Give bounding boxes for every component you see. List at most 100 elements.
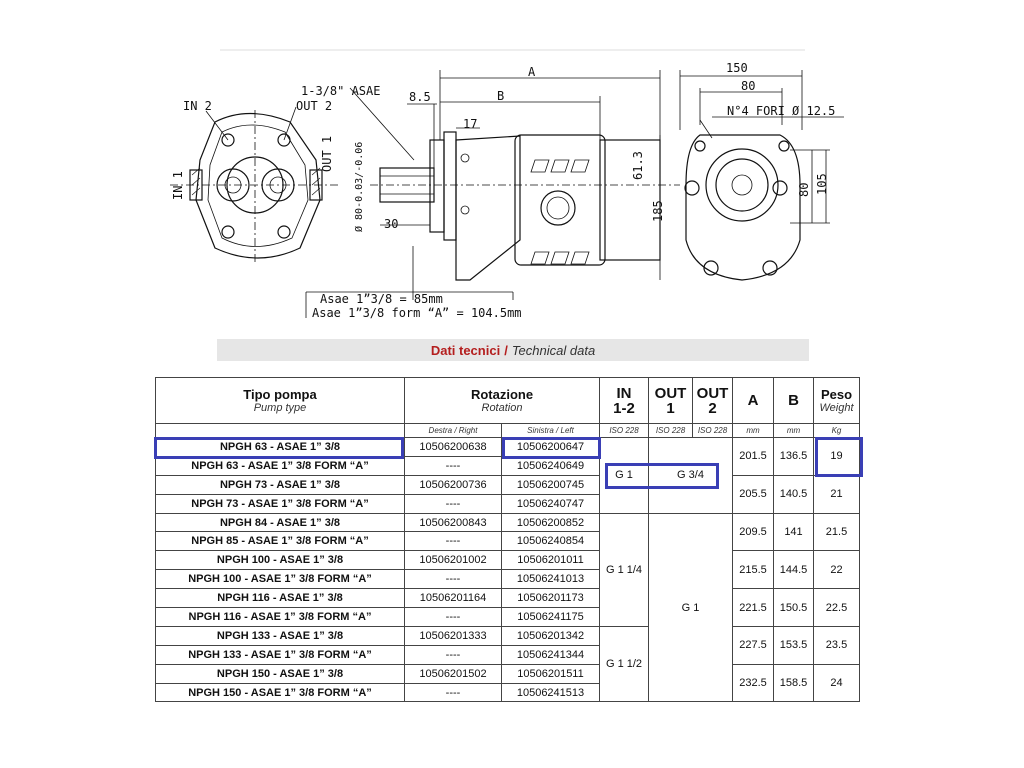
header-rotation: Rotazione Rotation [404, 377, 600, 424]
dim-b-cell: 141 [773, 512, 814, 552]
code-left: 10506201173 [501, 588, 600, 609]
note-asae-85: Asae 1”3/8 = 85mm [320, 292, 443, 306]
dim-80-top: 80 [741, 79, 755, 93]
in-port-g1: G 1 [599, 437, 649, 514]
table-row: NPGH 63 - ASAE 1” 3/8 FORM “A” ---- 1050… [155, 455, 860, 476]
dim-8-5: 8.5 [409, 90, 431, 104]
out-port-g34: G 3/4 [648, 437, 733, 514]
header-out1: OUT 1 [648, 377, 693, 424]
header-pump-type: Tipo pompa Pump type [155, 377, 405, 424]
banner-title-it: Dati tecnici [430, 342, 501, 358]
rear-view [679, 70, 844, 281]
label-out1: OUT 1 [320, 136, 334, 172]
dim-a-cell: 215.5 [732, 550, 774, 590]
units-iso-out2: ISO 228 [692, 423, 733, 438]
code-left: 10506240649 [501, 455, 600, 476]
dim-a-cell: 209.5 [732, 512, 774, 552]
pump-name: NPGH 133 - ASAE 1” 3/8 [155, 625, 405, 646]
dim-shaft: Ø 80-0.03/-0.06 [353, 142, 365, 232]
weight-cell: 19 [813, 437, 860, 476]
table-row: NPGH 150 - ASAE 1” 3/8 10506201502 10506… [155, 663, 860, 703]
weight-cell: 23.5 [813, 625, 860, 665]
front-view [170, 106, 340, 262]
units-iso-out1: ISO 228 [648, 423, 693, 438]
header-weight-en: Weight [819, 402, 854, 414]
code-left: 10506200852 [501, 512, 600, 533]
weight-cell: 24 [813, 663, 860, 703]
code-left: 10506201511 [501, 663, 600, 684]
label-in2: IN 2 [183, 99, 212, 113]
table-row: NPGH 100 - ASAE 1” 3/8 FORM “A” ---- 105… [155, 569, 860, 590]
pump-name: NPGH 150 - ASAE 1” 3/8 [155, 663, 405, 684]
label-asae: 1-3/8" ASAE [301, 84, 380, 98]
code-right: ---- [404, 531, 502, 552]
header-pump-type-it: Tipo pompa [243, 387, 317, 402]
header-weight-it: Peso [820, 387, 853, 402]
dim-b-cell: 153.5 [773, 625, 814, 665]
banner-separator: / [504, 342, 508, 358]
dim-61-3: 61.3 [631, 151, 645, 180]
label-out2: OUT 2 [296, 99, 332, 113]
side-view [305, 70, 680, 318]
dim-150: 150 [726, 61, 748, 75]
table-row: NPGH 100 - ASAE 1” 3/8 10506201002 10506… [155, 550, 860, 590]
weight-cell: 22 [813, 550, 860, 590]
code-left: 10506240854 [501, 531, 600, 552]
code-right: 10506201002 [404, 550, 502, 571]
table-row: NPGH 150 - ASAE 1” 3/8 FORM “A” ---- 105… [155, 682, 860, 703]
pump-name: NPGH 73 - ASAE 1” 3/8 [155, 474, 405, 495]
code-left: 10506200647 [501, 437, 600, 457]
in-port-g114: G 1 1/4 [599, 512, 649, 627]
dim-a-cell: 221.5 [732, 588, 774, 627]
pump-name: NPGH 63 - ASAE 1” 3/8 FORM “A” [155, 455, 405, 476]
header-out1-label: OUT [654, 384, 687, 402]
header-out2: OUT 2 [692, 377, 733, 424]
header-in: IN 1-2 [599, 377, 649, 424]
header-pump-type-en: Pump type [253, 402, 307, 414]
code-right: ---- [404, 569, 502, 590]
technical-data-banner: Dati tecnici / Technical data [217, 339, 809, 361]
pump-name: NPGH 133 - ASAE 1” 3/8 FORM “A” [155, 644, 405, 665]
code-right: 10506201502 [404, 663, 502, 684]
dim-185: 185 [651, 200, 665, 222]
weight-cell: 22.5 [813, 588, 860, 627]
label-holes: N°4 FORI Ø 12.5 [727, 104, 835, 118]
pump-name: NPGH 100 - ASAE 1” 3/8 [155, 550, 405, 571]
code-right: ---- [404, 644, 502, 665]
table-row: NPGH 133 - ASAE 1” 3/8 FORM “A” ---- 105… [155, 644, 860, 665]
units-blank [155, 423, 405, 438]
code-right: ---- [404, 455, 502, 476]
table-row: NPGH 116 - ASAE 1” 3/8 FORM “A” ---- 105… [155, 607, 860, 627]
label-in1: IN 1 [171, 171, 185, 200]
code-left: 10506241013 [501, 569, 600, 590]
units-iso-in: ISO 228 [599, 423, 649, 438]
dim-b-cell: 150.5 [773, 588, 814, 627]
header-out1-port: 1 [666, 399, 675, 417]
code-right: 10506200843 [404, 512, 502, 533]
pump-technical-drawing: IN 2 OUT 2 OUT 1 IN 1 1-3/8" ASA [170, 49, 844, 320]
header-in-ports: 1-2 [613, 399, 635, 417]
weight-cell: 21.5 [813, 512, 860, 552]
code-left: 10506240747 [501, 493, 600, 514]
out-port-g1: G 1 [648, 512, 733, 703]
header-a: A [732, 377, 774, 424]
code-left: 10506201342 [501, 625, 600, 646]
code-right: 10506200736 [404, 474, 502, 495]
code-right: ---- [404, 493, 502, 514]
dim-b: B [497, 89, 504, 103]
in-port-g112: G 1 1/2 [599, 625, 649, 703]
header-out2-port: 2 [708, 399, 717, 417]
header-in-label: IN [616, 384, 632, 402]
pump-name: NPGH 150 - ASAE 1” 3/8 FORM “A” [155, 682, 405, 703]
pump-name: NPGH 85 - ASAE 1” 3/8 FORM “A” [155, 531, 405, 552]
table-row: NPGH 73 - ASAE 1” 3/8 10506200736 105062… [155, 474, 860, 514]
table-row: NPGH 116 - ASAE 1” 3/8 10506201164 10506… [155, 588, 860, 627]
pump-name: NPGH 73 - ASAE 1” 3/8 FORM “A” [155, 493, 405, 514]
table-row: NPGH 63 - ASAE 1” 3/8 10506200638 105062… [155, 437, 860, 514]
units-right: Destra / Right [404, 423, 502, 438]
dim-a-cell: 201.5 [732, 437, 774, 476]
code-right: 10506201333 [404, 625, 502, 646]
header-b: B [773, 377, 814, 424]
table-row: NPGH 84 - ASAE 1” 3/8 10506200843 105062… [155, 512, 860, 703]
code-left: 10506200745 [501, 474, 600, 495]
